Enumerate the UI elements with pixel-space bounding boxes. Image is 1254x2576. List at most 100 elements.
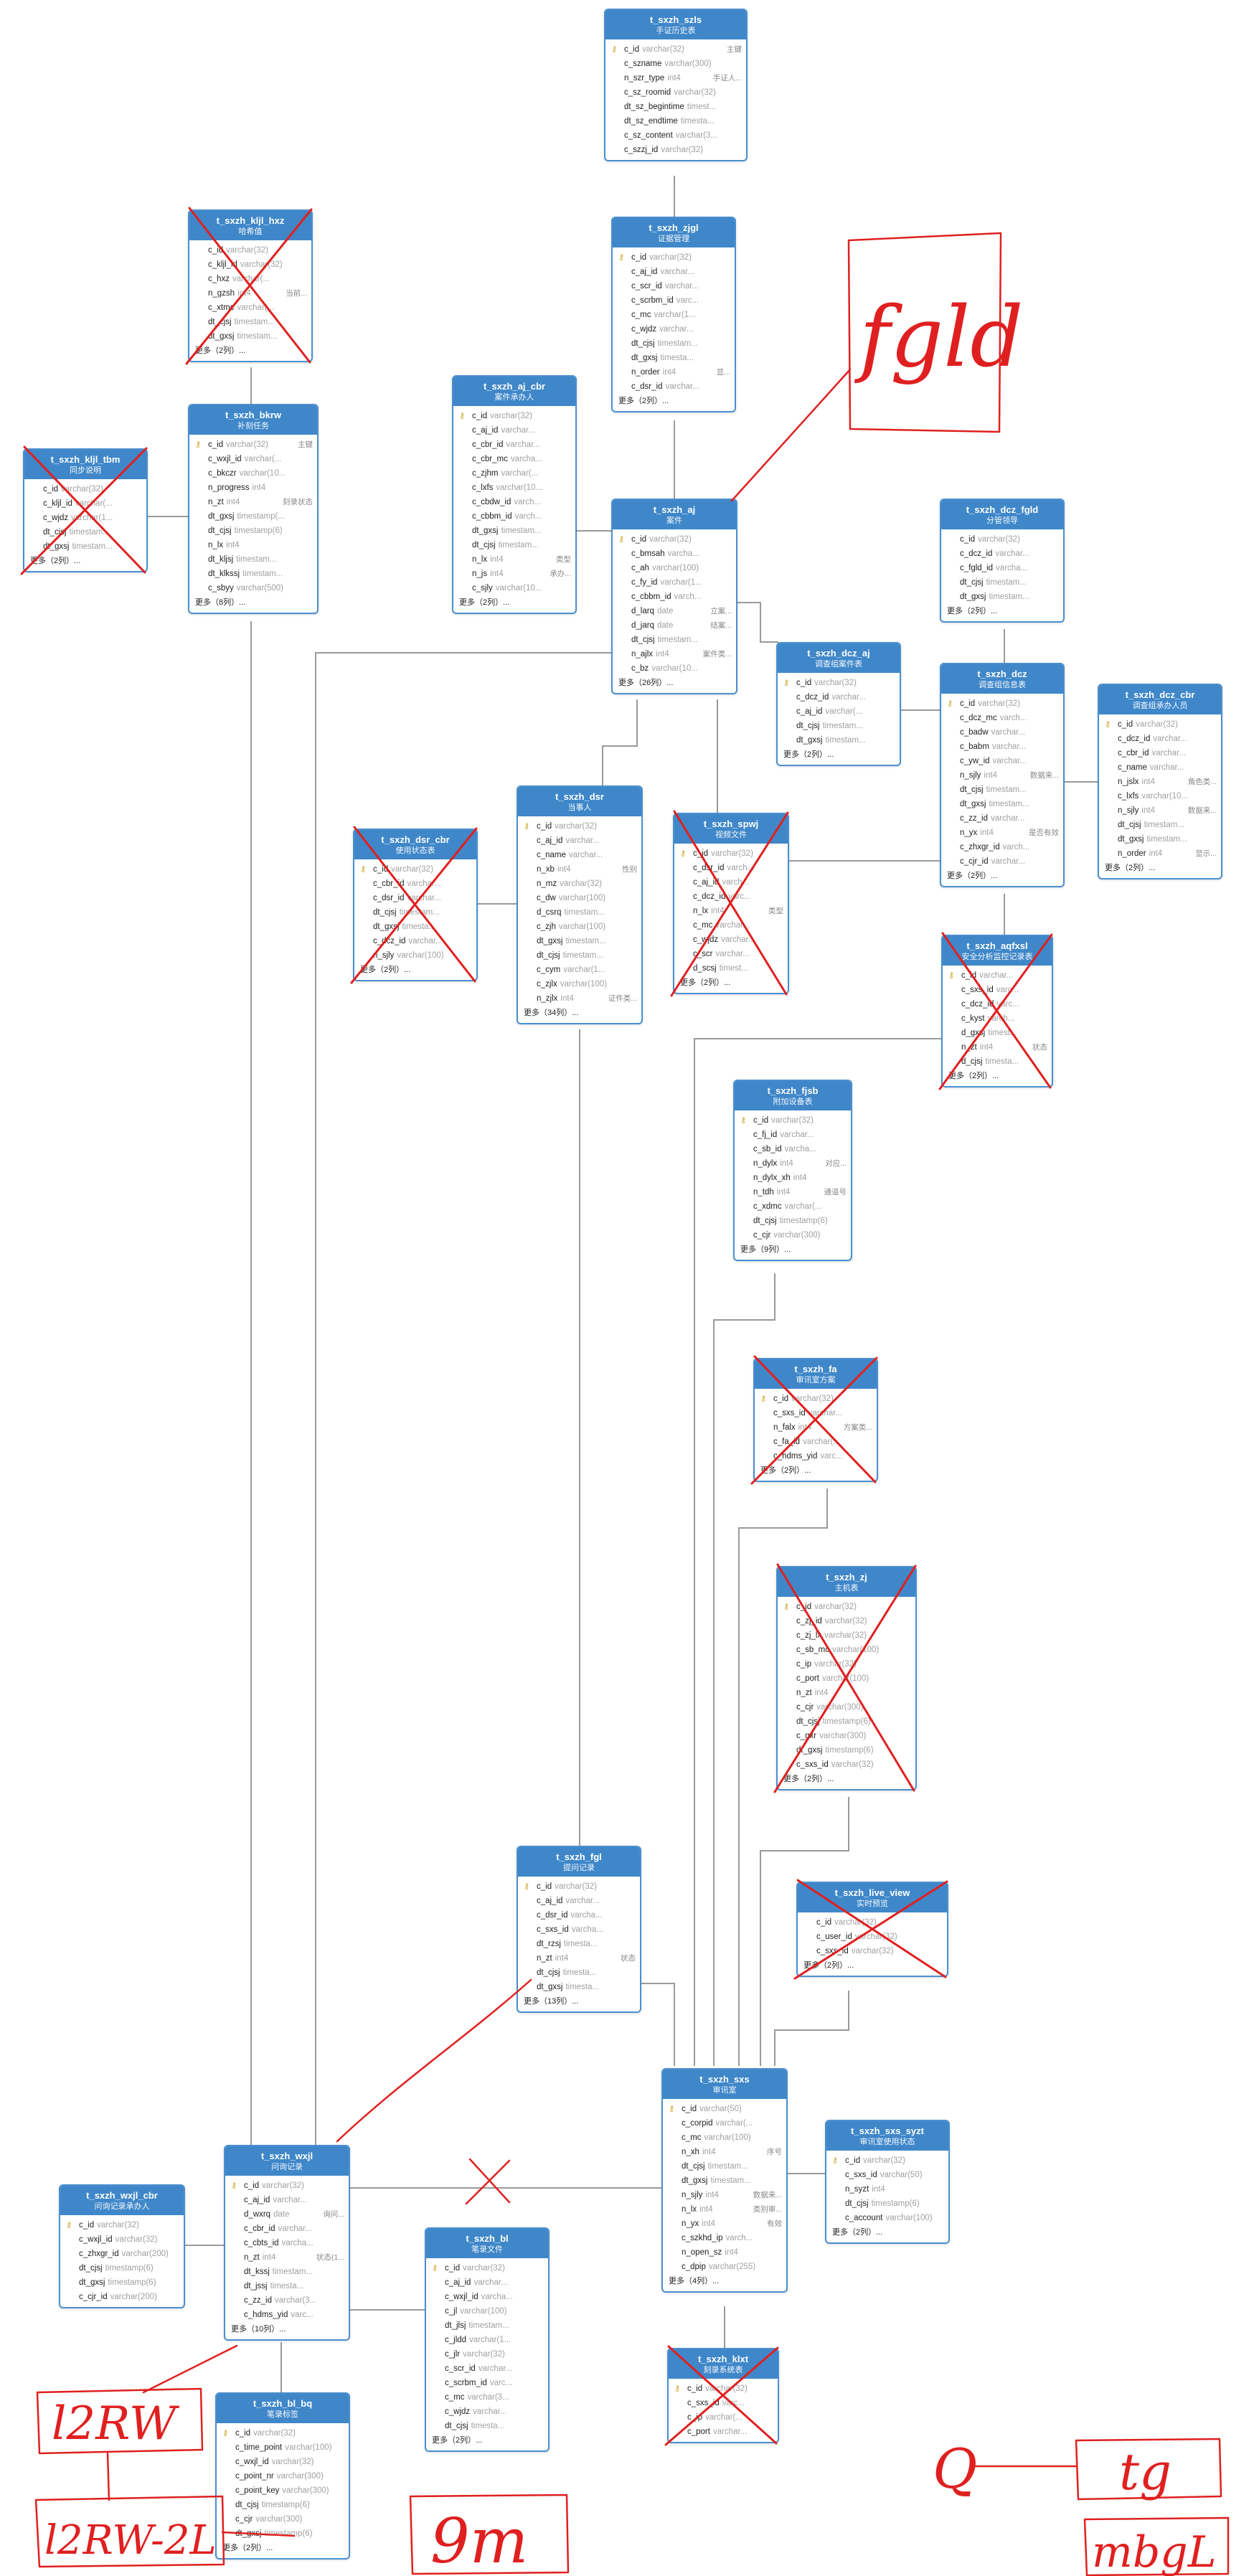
more-columns-link[interactable]: 更多（2列）... [783,1772,911,1786]
column-name: dt_cjsj [1118,821,1141,829]
more-columns-link[interactable]: 更多（34列）... [524,1006,637,1020]
column-comment: 类型 [554,552,571,567]
more-columns-link[interactable]: 更多（2列）... [432,2433,544,2448]
more-columns-link[interactable]: 更多（13列）... [524,1994,636,2009]
column-name: c_sz_content [624,131,673,140]
column-comment: 数据来... [1185,803,1217,818]
more-columns-link[interactable]: 更多（9列）... [740,1242,847,1257]
more-columns-link[interactable]: 更多（2列）... [360,963,472,977]
column-name: c_sxs_id [687,2399,720,2407]
column-name: dt_gxsj [682,2176,708,2185]
more-columns-link[interactable]: 更多（2列）... [459,595,571,610]
column-name: c_id [796,679,812,687]
more-columns-link[interactable]: 更多（26列）... [618,676,732,690]
more-columns-link[interactable]: 更多（2列）... [195,344,307,358]
column-name: c_dcz_mc [960,714,997,722]
column-type: int4 [780,1159,793,1168]
column-type: timesta... [471,2422,505,2430]
more-columns-link[interactable]: 更多（2列）... [947,604,1059,618]
column-type: varchar(32) [711,849,753,858]
more-columns-link[interactable]: 更多（10列）... [231,2322,344,2336]
column-type: varchar(32) [226,440,268,449]
more-columns-link[interactable]: 更多（2列）... [783,747,895,762]
more-columns-link[interactable]: 更多（4列）... [669,2274,782,2288]
more-columns-link[interactable]: 更多（2列）... [947,869,1059,883]
more-columns-link[interactable]: 更多（2列）... [760,1463,872,1478]
more-columns-link[interactable]: 更多（2列）... [832,2225,944,2240]
more-columns-link[interactable]: 更多（2列）... [948,1069,1047,1083]
more-columns-link[interactable]: 更多（2列）... [803,1958,943,1973]
more-columns-link[interactable]: 更多（2列）... [30,554,142,568]
column-type: varchar(32) [490,412,532,420]
more-columns-link[interactable]: 更多（2列）... [618,394,730,408]
more-columns-link[interactable]: 更多（2列）... [680,976,783,990]
more-columns-link[interactable]: 更多（2列）... [1105,861,1217,875]
more-columns-link[interactable]: 更多（2列）... [222,2541,344,2555]
more-columns-link[interactable]: 更多（8列）... [195,595,313,610]
column-name: c_scr [693,950,713,958]
column-type: timestamp(... [237,512,285,521]
column-type: varcha... [281,2239,314,2247]
